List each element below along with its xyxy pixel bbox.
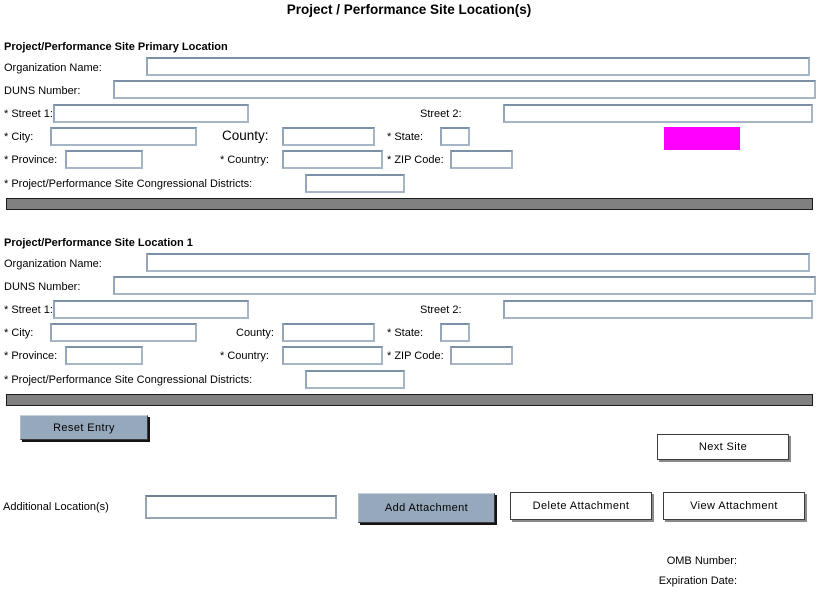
street1-input[interactable] — [53, 104, 249, 123]
province-input[interactable] — [65, 346, 143, 365]
zip-code-label: * ZIP Code: — [387, 154, 444, 166]
province-label: * Province: — [4, 154, 58, 166]
street2-label: Street 2: — [420, 108, 462, 120]
province-label: * Province: — [4, 350, 58, 362]
state-label: * State: — [387, 327, 424, 339]
country-input[interactable] — [282, 346, 383, 365]
county-input[interactable] — [282, 323, 375, 342]
street1-label: * Street 1: — [4, 108, 53, 120]
street1-label: * Street 1: — [4, 304, 53, 316]
duns-number-input[interactable] — [113, 80, 816, 99]
duns-number-label: DUNS Number: — [4, 281, 81, 293]
section-heading: Project/Performance Site Location 1 — [4, 237, 193, 249]
view-attachment-button[interactable]: View Attachment — [663, 492, 805, 520]
zip-code-input[interactable] — [450, 346, 513, 365]
section-divider-bar — [6, 198, 813, 210]
county-label: County: — [236, 327, 274, 339]
highlight-box — [664, 127, 740, 150]
reset-entry-button[interactable]: Reset Entry — [20, 415, 148, 440]
county-label: County: — [222, 128, 269, 143]
delete-attachment-button[interactable]: Delete Attachment — [510, 492, 652, 520]
city-input[interactable] — [50, 127, 197, 146]
duns-number-label: DUNS Number: — [4, 85, 81, 97]
zip-code-input[interactable] — [450, 150, 513, 169]
county-input[interactable] — [282, 127, 375, 146]
city-input[interactable] — [50, 323, 197, 342]
street2-label: Street 2: — [420, 304, 462, 316]
organization-name-label: Organization Name: — [4, 62, 102, 74]
congressional-districts-label: * Project/Performance Site Congressional… — [4, 374, 253, 386]
duns-number-input[interactable] — [113, 276, 816, 295]
country-input[interactable] — [282, 150, 383, 169]
state-input[interactable] — [440, 127, 470, 146]
city-label: * City: — [4, 327, 34, 339]
city-label: * City: — [4, 131, 34, 143]
street2-input[interactable] — [503, 300, 813, 319]
street1-input[interactable] — [53, 300, 249, 319]
country-label: * Country: — [220, 350, 269, 362]
additional-locations-input[interactable] — [145, 495, 337, 519]
section-heading: Project/Performance Site Primary Locatio… — [4, 41, 228, 53]
street2-input[interactable] — [503, 104, 813, 123]
next-site-button[interactable]: Next Site — [657, 434, 789, 460]
organization-name-input[interactable] — [146, 253, 810, 272]
state-label: * State: — [387, 131, 424, 143]
country-label: * Country: — [220, 154, 269, 166]
organization-name-label: Organization Name: — [4, 258, 102, 270]
organization-name-input[interactable] — [146, 57, 810, 76]
zip-code-label: * ZIP Code: — [387, 350, 444, 362]
expiration-date-label: Expiration Date: — [658, 575, 737, 587]
additional-locations-label: Additional Location(s) — [3, 501, 109, 513]
congressional-districts-label: * Project/Performance Site Congressional… — [4, 178, 253, 190]
add-attachment-button[interactable]: Add Attachment — [358, 493, 495, 523]
state-input[interactable] — [440, 323, 470, 342]
omb-number-label: OMB Number: — [666, 555, 737, 567]
section-location-1: Project/Performance Site Location 1 Orga… — [0, 237, 818, 407]
page-title: Project / Performance Site Location(s) — [286, 2, 532, 17]
section-primary-location: Project/Performance Site Primary Locatio… — [0, 41, 818, 211]
province-input[interactable] — [65, 150, 143, 169]
section-divider-bar — [6, 394, 813, 406]
congressional-districts-input[interactable] — [305, 174, 405, 193]
congressional-districts-input[interactable] — [305, 370, 405, 389]
